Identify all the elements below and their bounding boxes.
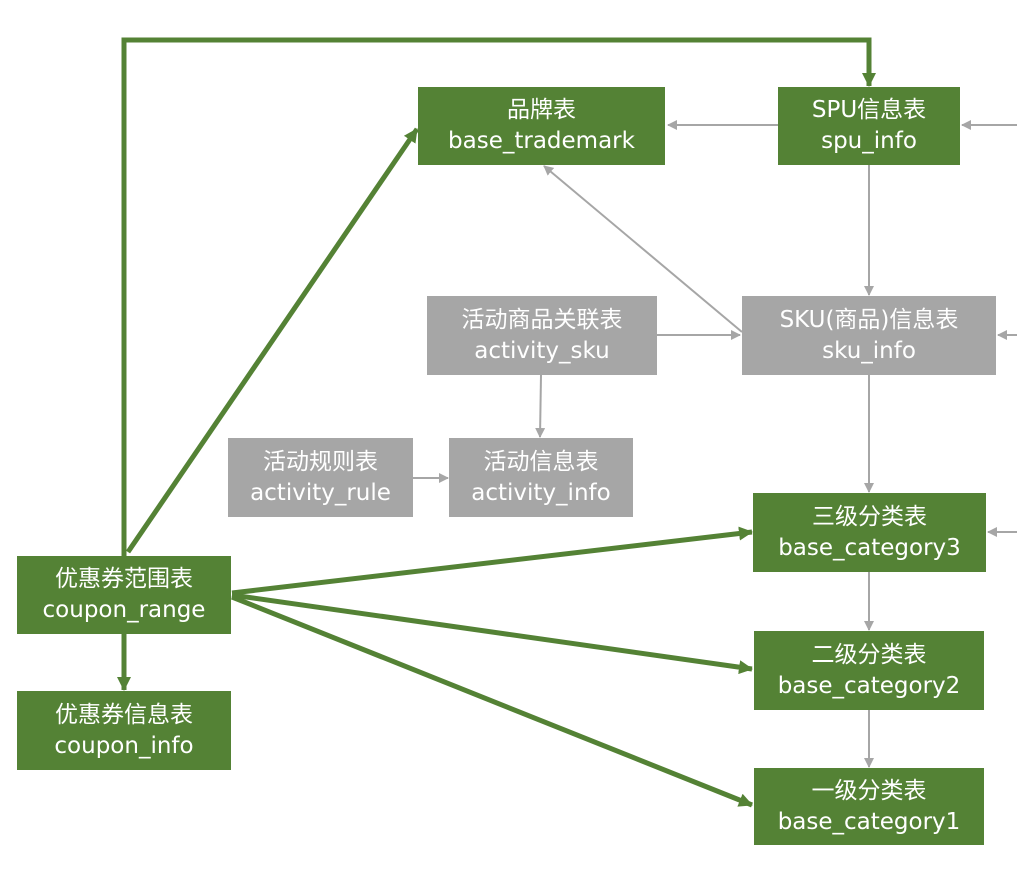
edge-coupon-range-to-category3: [231, 526, 753, 596]
node-table-name: coupon_range: [42, 597, 206, 623]
edge-sku-to-trademark: [543, 165, 743, 333]
node-sku-info: SKU(商品)信息表 sku_info: [742, 296, 996, 375]
node-table-name: activity_info: [471, 479, 611, 506]
edge-activity-sku-to-activity-info: [535, 374, 546, 438]
edge-coupon-range-to-category1: [231, 594, 753, 808]
edge-coupon-range-to-spu: [121, 37, 876, 556]
node-title: SKU(商品)信息表: [779, 306, 959, 333]
node-activity-info: 活动信息表 activity_info: [449, 438, 633, 517]
node-spu-info: SPU信息表 spu_info: [778, 87, 960, 165]
node-table-name: sku_info: [822, 337, 916, 364]
node-table-name: base_trademark: [448, 128, 635, 154]
node-coupon-range: 优惠券范围表 coupon_range: [17, 556, 231, 634]
edge-coupon-range-to-trademark: [125, 127, 420, 554]
node-table-name: spu_info: [821, 128, 917, 154]
node-table-name: activity_rule: [250, 479, 391, 506]
node-title: SPU信息表: [811, 97, 927, 123]
node-title: 优惠券范围表: [55, 566, 193, 592]
node-base-category2: 二级分类表 base_category2: [754, 631, 984, 710]
node-base-category3: 三级分类表 base_category3: [753, 493, 986, 572]
node-title: 活动规则表: [263, 448, 378, 475]
node-activity-sku: 活动商品关联表 activity_sku: [427, 296, 657, 375]
node-table-name: activity_sku: [474, 337, 610, 364]
node-title: 三级分类表: [812, 503, 927, 530]
node-table-name: base_category3: [778, 534, 961, 561]
node-title: 品牌表: [507, 97, 576, 123]
node-table-name: coupon_info: [54, 732, 194, 759]
node-table-name: base_category1: [777, 808, 961, 835]
node-activity-rule: 活动规则表 activity_rule: [228, 438, 413, 517]
node-base-category1: 一级分类表 base_category1: [754, 768, 984, 845]
node-base-trademark: 品牌表 base_trademark: [418, 87, 665, 165]
node-title: 活动商品关联表: [461, 306, 623, 333]
node-coupon-info: 优惠券信息表 coupon_info: [17, 691, 231, 770]
node-title: 优惠券信息表: [55, 701, 193, 728]
node-title: 二级分类表: [811, 641, 927, 668]
node-title: 活动信息表: [483, 448, 599, 475]
node-title: 一级分类表: [811, 777, 927, 804]
edge-coupon-range-to-category2: [231, 592, 753, 675]
node-table-name: base_category2: [777, 672, 961, 699]
